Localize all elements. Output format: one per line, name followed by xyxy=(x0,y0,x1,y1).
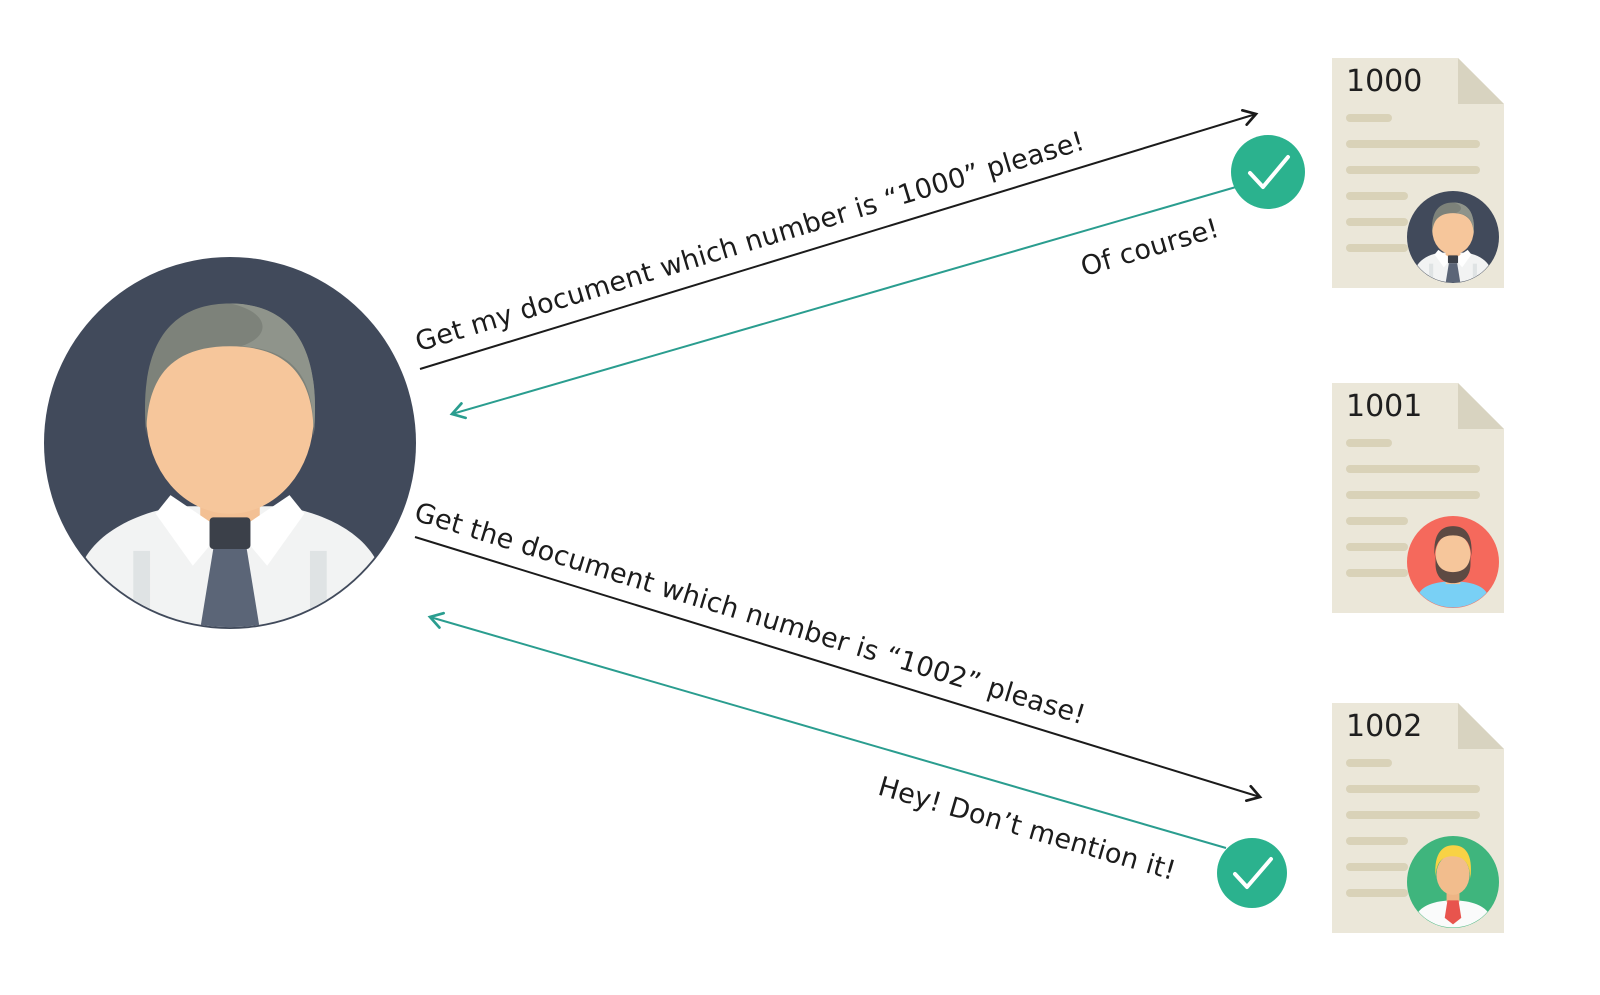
reply-arrow-1002 xyxy=(427,611,1227,849)
document-number: 1001 xyxy=(1346,389,1423,424)
doc-text-line xyxy=(1346,491,1480,499)
doc-text-line xyxy=(1346,244,1408,252)
doc-text-line xyxy=(1346,889,1408,897)
doc-text-line xyxy=(1346,439,1392,447)
bearded-man-avatar-icon xyxy=(1407,516,1499,608)
doc-text-line xyxy=(1346,785,1480,793)
check-circle-icon-bottom xyxy=(1217,838,1287,908)
doc-text-line xyxy=(1346,218,1408,226)
doc-text-line xyxy=(1346,837,1408,845)
doc-text-line xyxy=(1346,465,1480,473)
document-number: 1002 xyxy=(1346,709,1423,744)
doc-text-line xyxy=(1346,811,1480,819)
doc-text-line xyxy=(1346,543,1408,551)
document-1001: 1001 xyxy=(1332,383,1504,613)
document-1000: 1000 xyxy=(1332,58,1504,288)
doc-text-line xyxy=(1346,166,1480,174)
check-circle-icon-top xyxy=(1231,135,1305,209)
blond-man-avatar-icon xyxy=(1407,836,1499,928)
document-fold-corner xyxy=(1458,383,1504,429)
businessman-avatar-icon xyxy=(1407,191,1499,283)
reply-arrow-1000 xyxy=(449,186,1237,420)
document-fold-corner xyxy=(1458,703,1504,749)
document-number: 1000 xyxy=(1346,64,1423,99)
document-1002: 1002 xyxy=(1332,703,1504,933)
doc-text-line xyxy=(1346,517,1408,525)
request-arrow-1000 xyxy=(419,108,1259,370)
doc-text-line xyxy=(1346,192,1408,200)
doc-text-line xyxy=(1346,114,1392,122)
doc-text-line xyxy=(1346,759,1392,767)
document-fold-corner xyxy=(1458,58,1504,104)
doc-text-line xyxy=(1346,140,1480,148)
doc-text-line xyxy=(1346,569,1408,577)
request-arrow-1002 xyxy=(414,536,1263,802)
doc-text-line xyxy=(1346,863,1408,871)
